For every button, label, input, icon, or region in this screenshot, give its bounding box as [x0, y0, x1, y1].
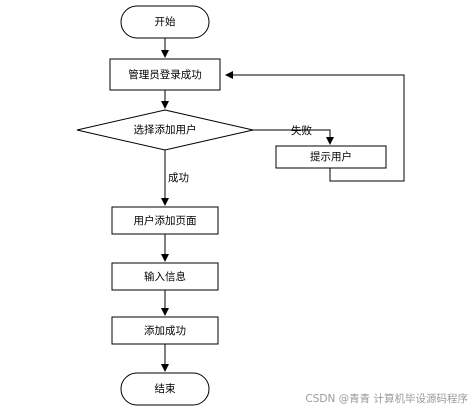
node-prompt-user: 提示用户 — [275, 145, 387, 169]
add-user-page-label: 用户添加页面 — [134, 214, 197, 227]
add-success-process-box — [111, 316, 219, 345]
add-success-label: 添加成功 — [144, 324, 186, 337]
prompt-user-process-box — [275, 145, 387, 169]
choose-add-user-label: 选择添加用户 — [134, 123, 197, 136]
edge-label-success: 成功 — [168, 172, 189, 184]
edge-label-failure: 失败 — [291, 124, 312, 137]
node-admin-login: 管理员登录成功 — [109, 58, 221, 91]
start-terminator-shape — [120, 5, 210, 39]
end-terminator-shape — [120, 372, 210, 406]
node-add-user-page: 用户添加页面 — [111, 206, 219, 235]
admin-login-process-box — [109, 58, 221, 91]
add-user-page-process-box — [111, 206, 219, 235]
start-label: 开始 — [155, 15, 176, 28]
node-choose-add-user: 选择添加用户 — [76, 109, 254, 151]
input-info-process-box — [111, 262, 219, 291]
node-input-info: 输入信息 — [111, 262, 219, 291]
node-add-success: 添加成功 — [111, 316, 219, 345]
node-start: 开始 — [120, 5, 210, 39]
input-info-label: 输入信息 — [144, 270, 186, 283]
prompt-user-label: 提示用户 — [310, 150, 352, 163]
choose-add-user-decision-shape — [76, 109, 254, 151]
end-label: 结束 — [155, 382, 176, 395]
edge-choose-to-prompt — [253, 129, 334, 145]
admin-login-label: 管理员登录成功 — [128, 68, 202, 81]
edge-prompt-loop-back — [225, 71, 405, 182]
watermark-text: CSDN @青青 计算机毕设源码程序 — [305, 393, 468, 405]
node-end: 结束 — [120, 372, 210, 406]
